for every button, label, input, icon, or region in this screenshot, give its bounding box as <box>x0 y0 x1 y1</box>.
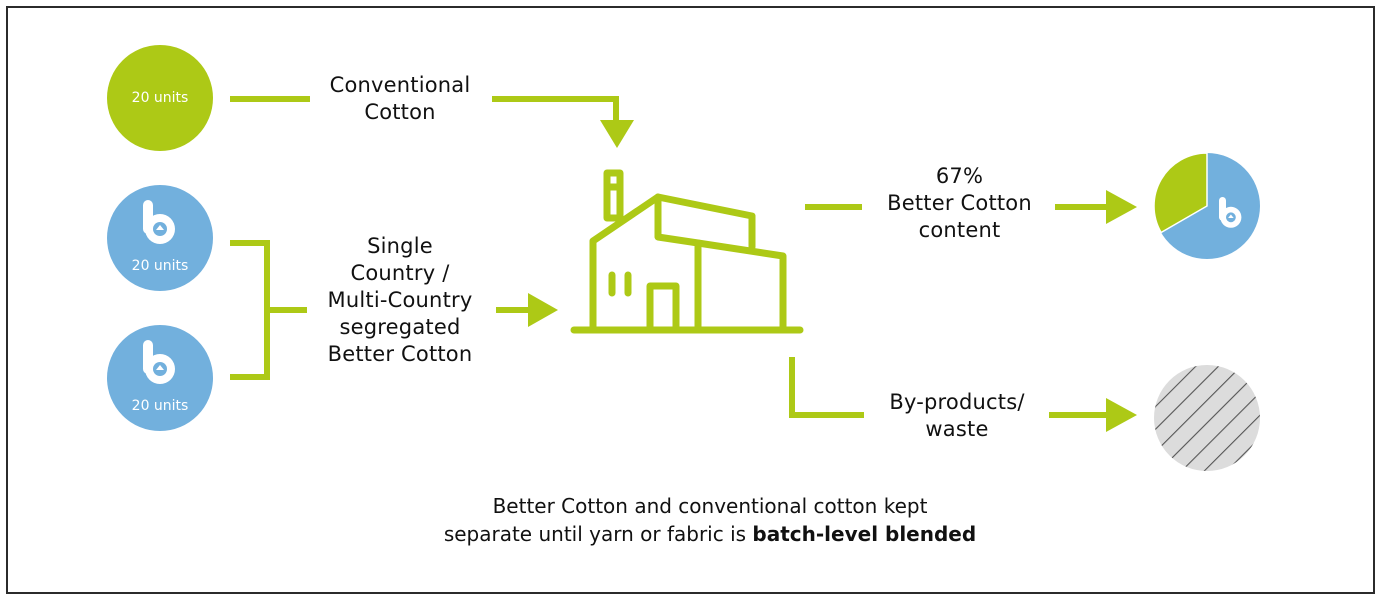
better-cotton-b-logo-icon <box>143 200 175 244</box>
better-cotton-b-logo-icon <box>143 340 175 384</box>
pie-chart-icon <box>1153 152 1260 259</box>
arrowhead-down-icon <box>600 120 634 148</box>
input-units-label: 20 units <box>131 258 189 274</box>
better-cotton-content-label: 67% Better Cotton content <box>887 164 1032 242</box>
conventional-cotton-input <box>107 45 213 151</box>
hatched-waste-circle-icon <box>1154 365 1260 471</box>
better-cotton-input-1 <box>107 185 213 291</box>
caption-emphasis: batch-level blended <box>752 522 977 546</box>
by-products-waste-label: By-products/ waste <box>889 390 1025 441</box>
conventional-cotton-label: Conventional Cotton <box>329 73 471 124</box>
arrowhead-right-icon <box>1106 398 1137 432</box>
arrowhead-right-icon <box>528 293 558 327</box>
better-cotton-b-logo-icon <box>1219 197 1242 228</box>
factory-icon <box>570 169 804 334</box>
segregated-better-cotton-label: Single Country / Multi-Country segregate… <box>327 234 473 366</box>
conventional-flow-arrow <box>230 96 619 122</box>
waste-output-arrow <box>789 357 1108 418</box>
arrowhead-right-icon <box>1106 190 1137 224</box>
better-cotton-bracket <box>230 240 530 380</box>
diagram-frame <box>6 6 1375 594</box>
input-units-label: 20 units <box>131 398 189 414</box>
better-cotton-input-2 <box>107 325 213 431</box>
diagram-caption: Better Cotton and conventional cotton ke… <box>443 494 977 546</box>
input-units-label: 20 units <box>131 90 189 106</box>
